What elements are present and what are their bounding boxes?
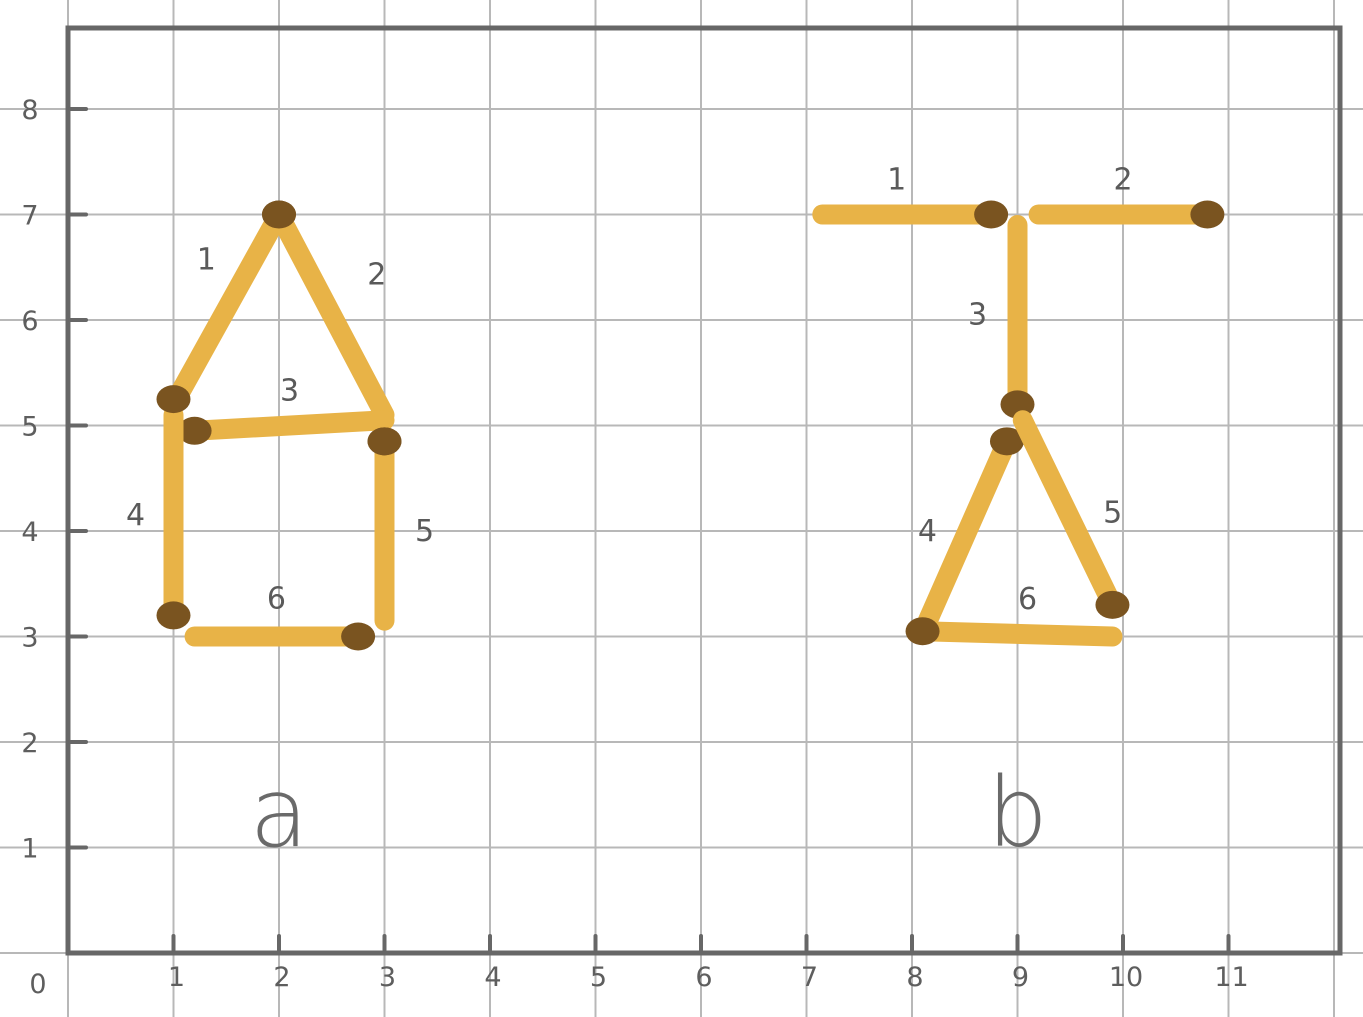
stick-number-label: 3 bbox=[968, 298, 987, 333]
axis-ticks bbox=[68, 107, 1231, 952]
match-head bbox=[1095, 590, 1130, 619]
y-tick-label: 6 bbox=[21, 306, 38, 337]
stick-number-label: 1 bbox=[887, 163, 906, 198]
y-tick-label: 7 bbox=[21, 201, 38, 232]
matchstick-a-2 bbox=[269, 204, 395, 425]
matchstick-b-5 bbox=[1012, 410, 1123, 615]
match-head bbox=[177, 416, 212, 445]
x-tick-label: 5 bbox=[590, 962, 607, 993]
match-head bbox=[1190, 200, 1225, 229]
y-tick-label: 5 bbox=[21, 412, 38, 443]
origin-label: 0 bbox=[29, 969, 46, 1000]
match-head bbox=[974, 200, 1009, 229]
x-tick-label: 9 bbox=[1012, 962, 1029, 993]
match-head bbox=[156, 385, 191, 414]
stick-number-label: 6 bbox=[1018, 582, 1037, 617]
match-head bbox=[989, 427, 1024, 456]
matchstick-b-4 bbox=[917, 431, 1017, 631]
figure-label-b: b bbox=[987, 757, 1048, 869]
matchstick-b-6 bbox=[912, 621, 1123, 647]
stick-number-label: 2 bbox=[367, 258, 386, 293]
x-tick-label: 11 bbox=[1214, 962, 1248, 993]
matchstick-a-3 bbox=[184, 410, 395, 441]
y-tick-label: 1 bbox=[21, 834, 38, 865]
stick-number-label: 5 bbox=[1103, 496, 1122, 531]
stick-number-label: 6 bbox=[267, 582, 286, 617]
x-tick-label: 6 bbox=[695, 962, 712, 993]
x-tick-label: 3 bbox=[379, 962, 396, 993]
y-tick-label: 4 bbox=[21, 517, 38, 548]
stick-number-label: 3 bbox=[280, 374, 299, 409]
x-tick-label: 10 bbox=[1109, 962, 1143, 993]
match-head bbox=[367, 427, 402, 456]
x-tick-label: 2 bbox=[273, 962, 290, 993]
figure-b-stickman: 1 2 3 4 5 6 b bbox=[812, 163, 1225, 869]
y-tick-label: 8 bbox=[21, 95, 38, 126]
match-head bbox=[262, 200, 296, 229]
y-tick-label: 3 bbox=[21, 623, 38, 654]
x-tick-label: 8 bbox=[906, 962, 923, 993]
stick-number-label: 2 bbox=[1113, 163, 1132, 198]
matchstick-a-1 bbox=[163, 204, 289, 415]
plot-frame bbox=[65, 25, 1343, 956]
match-head bbox=[905, 617, 940, 646]
x-tick-label: 1 bbox=[168, 962, 185, 993]
match-head bbox=[341, 622, 376, 651]
stick-number-label: 1 bbox=[197, 242, 216, 277]
figure-label-a: a bbox=[250, 757, 309, 869]
stick-number-label: 5 bbox=[415, 514, 434, 549]
stick-number-label: 4 bbox=[918, 514, 937, 549]
x-tick-label: 7 bbox=[801, 962, 818, 993]
y-tick-label: 2 bbox=[21, 728, 38, 759]
match-head bbox=[156, 601, 191, 630]
x-tick-label: 4 bbox=[484, 962, 501, 993]
figure-a-house: 1 2 3 4 5 6 a bbox=[126, 200, 434, 869]
stick-number-label: 4 bbox=[126, 498, 145, 533]
